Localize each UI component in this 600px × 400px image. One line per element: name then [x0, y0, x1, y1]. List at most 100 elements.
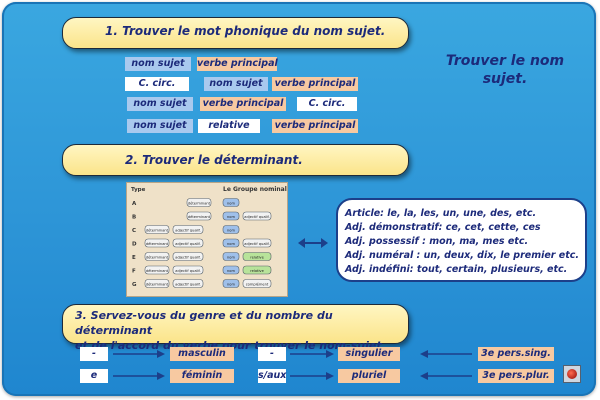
diagram-box-det: [144, 252, 170, 261]
diagram-box-label: adjectif qualif.: [175, 242, 200, 246]
diagram-box-det: [186, 198, 212, 207]
diagram-box-label: nom: [227, 215, 235, 219]
diagram-box-label: adjectif qualif.: [175, 282, 200, 286]
determinant-indefini: Adj. indéfini: tout, certain, plusieurs,…: [345, 264, 568, 275]
double-arrow-icon: [298, 238, 328, 248]
step-two-title: 2. Trouver le déterminant.: [125, 153, 303, 167]
diagram-row-label: B: [132, 215, 136, 221]
diagram-box-label: nom: [227, 255, 235, 259]
arrow-right-icon: [113, 350, 165, 358]
media-icon[interactable]: [563, 365, 581, 383]
diagram-box-nom: [222, 279, 240, 288]
step-three-line1: 3. Servez-vous du genre et du nombre du …: [75, 309, 333, 337]
diagram-box-cdn: [242, 279, 272, 288]
step-one-header: 1. Trouver le mot phonique du nom sujet.: [62, 17, 409, 49]
diagram-box-det: [144, 225, 170, 234]
diagram-box-label: complément: [246, 282, 269, 286]
pattern-3-verbe: verbe principal: [200, 97, 286, 111]
diagram-box-label: nom: [227, 228, 235, 232]
verb-3e-plur: 3e pers.plur.: [478, 369, 554, 383]
diagram-box-label: adjectif qualif.: [244, 242, 269, 246]
arrow-right-icon: [113, 372, 165, 380]
pattern-2-circ: C. circ.: [125, 77, 189, 91]
pattern-1-nom-sujet: nom sujet: [125, 57, 191, 71]
side-title-line2: sujet.: [482, 71, 528, 87]
diagram-box-label: nom: [227, 242, 235, 246]
diagram-box-label: nom: [227, 201, 235, 205]
pattern-2-verbe: verbe principal: [272, 77, 358, 91]
diagram-row-label: A: [132, 201, 137, 207]
pattern-3-nom-sujet: nom sujet: [127, 97, 193, 111]
arrow-left-icon: [420, 372, 472, 380]
diagram-box-label: adjectif qualif.: [175, 269, 200, 273]
diagram-box-adj: [172, 279, 204, 288]
side-title-line1: Trouver le nom: [445, 53, 565, 69]
nombre-singulier: singulier: [338, 347, 400, 361]
diagram-box-det: [186, 211, 212, 221]
pattern-3-circ: C. circ.: [297, 97, 357, 111]
determinant-numeral: Adj. numéral : un, deux, dix, le premier…: [345, 250, 580, 261]
pattern-4-relative: relative: [198, 119, 260, 133]
nombre-pluriel: pluriel: [338, 369, 400, 383]
diagram-box-det: [144, 279, 170, 288]
diagram-box-nom: [222, 238, 240, 248]
genre-feminin: féminin: [170, 369, 234, 383]
pattern-1-verbe: verbe principal: [197, 57, 278, 71]
diagram-box-label: déterminant: [146, 282, 169, 286]
step-three-header: 3. Servez-vous du genre et du nombre du …: [62, 304, 409, 352]
diagram-box-label: relative: [250, 269, 264, 273]
diagram-box-label: déterminant: [188, 201, 211, 205]
diagram-box-label: adjectif qualif.: [175, 255, 200, 259]
pattern-4-nom-sujet: nom sujet: [127, 119, 193, 133]
diagram-box-label: nom: [227, 282, 235, 286]
diagram-box-label: nom: [227, 269, 235, 273]
verb-3e-sing: 3e pers.sing.: [478, 347, 554, 361]
side-title: Trouver le nom sujet.: [440, 52, 570, 88]
diagram-row-label: E: [132, 255, 136, 261]
diagram-box-label: adjectif qualif.: [175, 228, 200, 232]
genre-marker-fem: e: [80, 369, 108, 383]
pattern-2-nom-sujet: nom sujet: [204, 77, 268, 91]
genre-masculin: masculin: [170, 347, 234, 361]
diagram-box-label: relative: [250, 255, 264, 259]
diagram-box-adj: [172, 265, 204, 275]
arrow-right-icon: [290, 350, 334, 358]
diagram-box-adj: [242, 211, 272, 221]
diagram-box-det: [144, 265, 170, 275]
diagram-box-adj: [172, 225, 204, 234]
diagram-box-det: [144, 238, 170, 248]
diagram-box-adj: [172, 252, 204, 261]
diagram-box-nom: [222, 198, 240, 207]
diagram-row-label: G: [132, 282, 137, 288]
determinants-list-box: Article: le, la, les, un, une, des, etc.…: [336, 198, 587, 282]
pattern-4-verbe: verbe principal: [272, 119, 358, 133]
step-two-header: 2. Trouver le déterminant.: [62, 144, 409, 176]
diagram-box-label: déterminant: [188, 215, 211, 219]
diagram-box-label: déterminant: [146, 269, 169, 273]
diagram-box-label: adjectif qualif.: [244, 215, 269, 219]
diagram-box-label: déterminant: [146, 255, 169, 259]
step-one-title: 1. Trouver le mot phonique du nom sujet.: [105, 24, 386, 38]
diagram-box-nom: [222, 252, 240, 261]
diagram-row-label: F: [132, 269, 136, 275]
step-three-line2: et de l'accord du verbe pour trouver le …: [75, 339, 382, 352]
determinant-article: Article: le, la, les, un, une, des, etc.: [345, 208, 537, 219]
arrow-right-icon: [290, 372, 334, 380]
determinant-demonstratif: Adj. démonstratif: ce, cet, cette, ces: [345, 222, 541, 233]
diagram-box-nom: [222, 225, 240, 234]
arrow-left-icon: [420, 350, 472, 358]
nombre-marker-plur: s/aux: [258, 369, 287, 383]
diagram-box-nom: [222, 211, 240, 221]
diagram-type-label: Type: [131, 187, 146, 193]
diagram-box-label: déterminant: [146, 242, 169, 246]
diagram-box-adj: [242, 238, 272, 248]
diagram-title: Le Groupe nominal: [223, 186, 287, 193]
diagram-box-rel: [242, 252, 272, 261]
diagram-row-label: D: [132, 242, 137, 248]
genre-marker-masc: -: [80, 347, 108, 361]
diagram-row-label: C: [132, 228, 136, 234]
diagram-box-rel: [242, 265, 272, 275]
determinant-possessif: Adj. possessif : mon, ma, mes etc.: [345, 236, 529, 247]
nombre-marker-sing: -: [258, 347, 286, 361]
